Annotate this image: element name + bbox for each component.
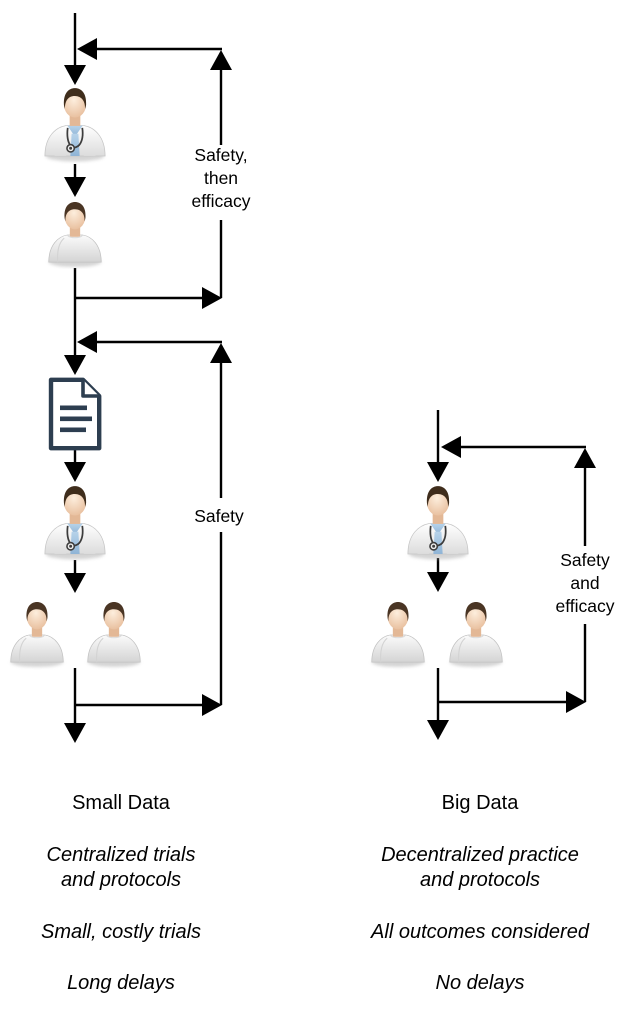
small-data-caption-1: Centralized trials and protocols [46,844,196,891]
right-flow [372,410,596,740]
doctor-icon [45,486,105,559]
doctor-icon [408,486,468,559]
arrowhead-down [427,572,449,592]
left-flow [11,13,232,743]
patient-icon [49,202,102,267]
big-data-caption-2: All outcomes considered [371,921,589,943]
small-data-caption-3: Long delays [67,972,175,994]
patient-icon [450,602,503,667]
arrowhead-right [566,691,586,713]
left-loop2-label: Safety [194,506,244,526]
arrowhead-down [427,720,449,740]
arrowhead-up [574,448,596,468]
document-protocol-icon [51,380,99,448]
arrowhead-down [64,462,86,482]
arrowhead-left [77,331,97,353]
big-data-caption-3: No delays [435,972,525,994]
arrowhead-up [210,50,232,70]
arrowhead-left [441,436,461,458]
patient-icon [11,602,64,667]
arrowhead-down [64,723,86,743]
right-loop-label: Safety and efficacy [555,550,615,616]
patient-icon [88,602,141,667]
doctor-icon [45,88,105,161]
arrowhead-left [77,38,97,60]
arrowhead-down [64,573,86,593]
patient-icon [372,602,425,667]
arrowhead-down [64,355,86,375]
big-data-title: Big Data [441,792,519,814]
arrowhead-up [210,343,232,363]
arrowhead-down [64,65,86,85]
small-data-title: Small Data [72,792,170,814]
big-data-caption-1: Decentralized practice and protocols [381,844,579,891]
small-data-caption-2: Small, costly trials [40,921,202,943]
arrowhead-down [427,462,449,482]
arrowhead-right [202,287,222,309]
left-loop1-label: Safety, then efficacy [191,145,251,211]
arrowhead-down [64,177,86,197]
arrowhead-right [202,694,222,716]
